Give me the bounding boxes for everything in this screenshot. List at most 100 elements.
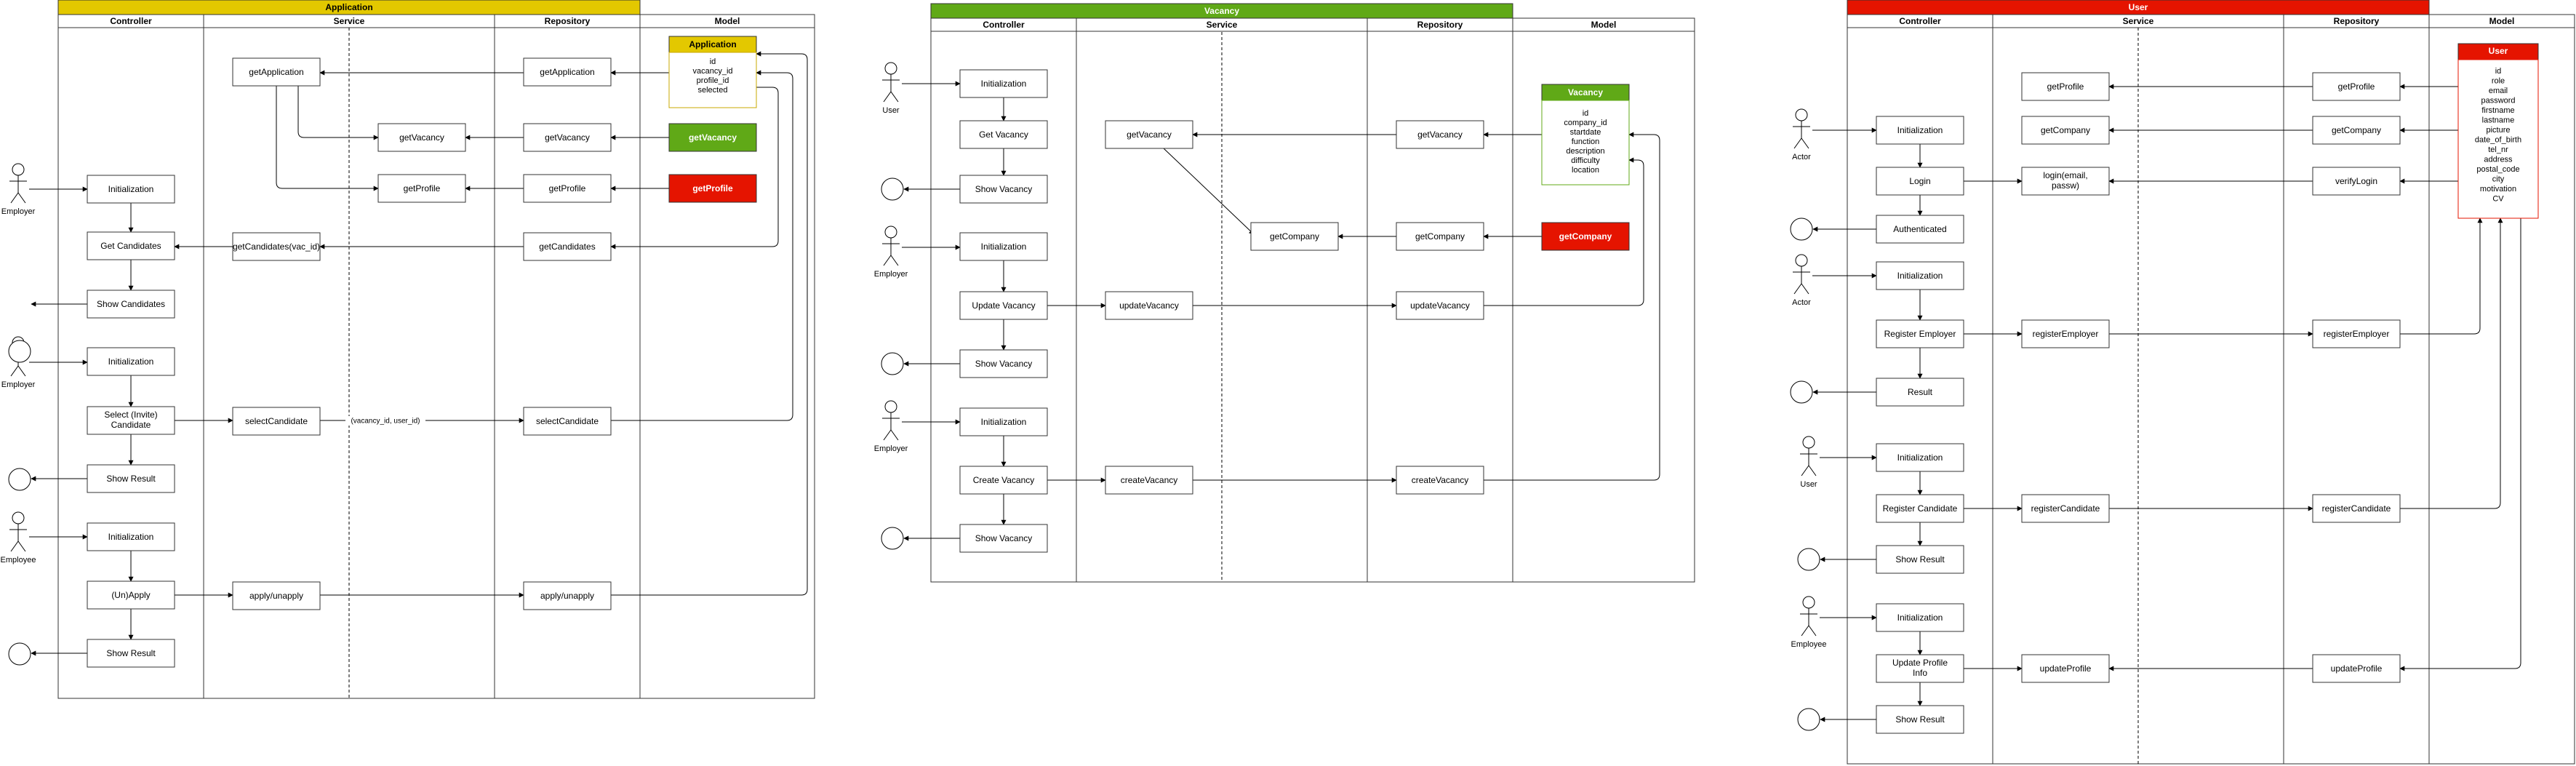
app-service-5-frame [232,581,321,610]
usr-model-field-12: motivation [2480,185,2516,194]
app-repository-4: selectCandidate [523,407,612,436]
usr-repository-1-label: getCompany [2332,125,2381,135]
usr-controller-2: Authenticated [1876,215,1964,244]
app-service-0-label: getApplication [249,67,303,77]
usr-lane-header-3: Model [2489,16,2515,26]
usr-actor-0-label: Actor [1792,153,1811,161]
app-service-3: getCandidates(vac_id) [232,232,321,261]
usr-controller-7-frame [1876,494,1964,523]
app-actor-0-leg-right [17,192,26,204]
vac-service-0-frame [1105,120,1193,149]
app-repository-2-label: getProfile [549,183,586,194]
usr-actor-3-label: Employee [1791,640,1827,649]
vac-controller-7-label: Create Vacancy [973,475,1035,485]
vac-actor-1 [882,226,900,266]
app-controller-1-label: Get Candidates [100,241,161,251]
vac-controller-5: Show Vacancy [959,349,1048,378]
vac-lane-header-1: Service [1207,20,1238,30]
vac-repository-2-frame [1396,291,1484,320]
usr-lane-header-1: Service [2123,16,2154,26]
usr-end-0 [1790,218,1813,241]
vac-lane-header-0: Controller [983,20,1025,30]
vac-service-3-label: createVacancy [1121,475,1178,485]
app-actor-0-label: Employer [1,207,36,216]
app-repository-3-frame [523,232,612,261]
usr-lane-header-2: Repository [2334,16,2380,26]
app-repository-2-frame [523,174,612,203]
app-controller-5-label: Show Result [106,474,156,484]
vac-service-0: getVacancy [1105,120,1193,149]
vac-repository-1: getCompany [1396,222,1484,251]
app-model-field-0: id [710,57,716,66]
vac-service-1-label: getCompany [1270,231,1319,242]
vac-controller-6-frame [959,407,1048,436]
vac-getvacancy-getcompany [1163,148,1255,235]
usr-controller-0-frame [1876,116,1964,145]
vac-controller-4-frame [959,291,1048,320]
usr-controller-2-frame [1876,215,1964,244]
app-repository-4-label: selectCandidate [536,416,599,426]
vac-lane-3 [1512,17,1695,583]
usr-actor-1 [1793,254,1810,295]
vac-controller-4-label: Update Vacancy [972,300,1035,311]
app-model-field-3: selected [698,86,728,95]
usr-model-field-0: id [2495,67,2502,76]
usr-repository-3-frame [2312,319,2401,348]
app-service-5-label: apply/unapply [249,591,303,601]
app-model-getprofile-label: getProfile [692,183,733,194]
vac-title: Vacancy [1204,6,1239,16]
usr-service-1: getCompany [2021,116,2110,145]
usr-actor-3 [1800,596,1817,637]
vac-actor-0-head [884,62,897,75]
usr-regcand-model [2400,218,2503,509]
app-service-2-frame [377,174,466,203]
usr-actor-0-leg-left [1793,137,1802,149]
vac-repository-2: updateVacancy [1396,291,1484,320]
usr-controller-6: Initialization [1876,443,1964,472]
vac-service-2: updateVacancy [1105,291,1193,320]
usr-service-2-line1: login(email, [2043,170,2087,180]
vac-model-field-1: company_id [1564,119,1607,127]
vac-model-field-6: location [1572,166,1599,175]
vac-controller-8: Show Vacancy [959,524,1048,553]
app-controller-0: Initialization [87,175,175,204]
usr-controller-11-frame [1876,705,1964,734]
usr-model-field-9: address [2484,155,2513,164]
vac-repository-0: getVacancy [1396,120,1484,149]
usr-model-field-4: firstname [2481,106,2514,115]
app-service-1-frame [377,123,466,152]
app-service-4-frame [232,407,321,436]
usr-repository-0-label: getProfile [2338,81,2375,92]
vac-actor-0-leg-right [890,91,899,103]
usr-repository-4: registerCandidate [2312,494,2401,523]
usr-controller-4-label: Register Employer [1884,329,1956,339]
app-controller-1-frame [87,231,175,260]
usr-service-5-label: updateProfile [2040,663,2092,674]
usr-actor-0 [1793,108,1810,149]
usr-controller-10-line2: Info [1913,668,1927,678]
vac-model-field-5: difficulty [1571,156,1600,165]
vac-controller-3-frame [959,232,1048,261]
usr-regemp-model [2400,218,2483,335]
app-model-getvacancy-frame [668,123,757,152]
usr-end-1 [1790,380,1813,404]
app-controller-5: Show Result [87,464,175,493]
usr-model-title: User [2489,46,2508,56]
vac-create-model [1484,132,1660,481]
usr-service-4: registerCandidate [2021,494,2110,523]
usr-repository-4-frame [2312,494,2401,523]
usr-controller-3: Initialization [1876,261,1964,290]
usr-service-2: login(email,passw) [2021,167,2110,196]
usr-model-field-11: city [2492,175,2505,183]
vac-model-field-2: startdate [1570,128,1601,137]
usr-controller-6-frame [1876,443,1964,472]
usr-controller-5-label: Result [1908,387,1933,397]
usr-service-3-label: registerEmployer [2033,329,2099,339]
vac-controller-4: Update Vacancy [959,291,1048,320]
usr-actor-3-leg-right [1808,625,1817,637]
vac-service-0-label: getVacancy [1127,129,1172,140]
app-lane-header-2: Repository [545,16,591,26]
usr-controller-9: Initialization [1876,603,1964,632]
vac-end-1 [881,352,904,375]
